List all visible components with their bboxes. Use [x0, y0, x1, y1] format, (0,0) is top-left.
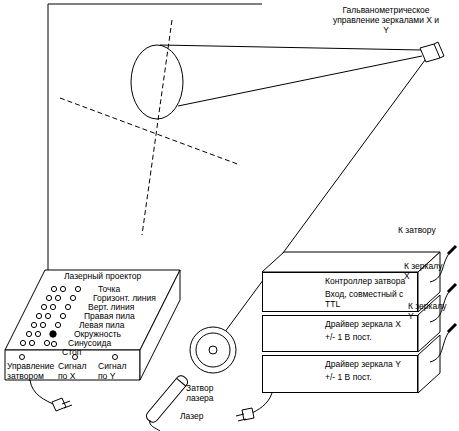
plug [52, 398, 72, 411]
mode-button [70, 295, 75, 300]
mode-button [51, 341, 56, 346]
mode-button [26, 331, 31, 336]
device-box: Контроллер затвораВход, совместный с TTL [262, 272, 418, 312]
box-note: Вход, совместный с TTL [325, 290, 413, 310]
connector-jack [20, 355, 25, 360]
shutter-ring [196, 333, 230, 367]
mode-button [44, 340, 49, 345]
mode-button [29, 340, 34, 345]
projector-side [140, 270, 180, 380]
dashed-axis [142, 20, 172, 235]
part-name: Затвор лазера [186, 384, 228, 404]
laser-beam [160, 45, 422, 50]
shutter [190, 327, 236, 373]
mode-button [50, 331, 56, 337]
power-cord [250, 393, 272, 414]
projected-circle [131, 45, 183, 119]
mode-button [65, 304, 70, 309]
laser-beam [178, 56, 422, 106]
mode-button [75, 286, 80, 291]
power-cord [150, 420, 160, 431]
mirror [420, 42, 444, 62]
mode-button [36, 313, 41, 318]
cable-label: К зеркалу X [404, 262, 450, 282]
mode-button [60, 286, 65, 291]
mode-button [60, 313, 65, 318]
cable-label: К зеркалу Y [408, 302, 454, 322]
box-note: +/- 1 В пост. [325, 333, 413, 343]
mode-button [20, 340, 25, 345]
mode-button [35, 331, 40, 336]
jack-label: Управление затвором [7, 362, 53, 382]
box-title: Контроллер затвора [325, 277, 413, 287]
dashed-axis [60, 98, 240, 165]
box-note: +/- 1 В пост. [325, 373, 413, 383]
mode-button [55, 322, 60, 327]
connector-jack [113, 355, 118, 360]
jack-label: Сигнал по Y [98, 362, 136, 382]
mirror-label: Гальванометрическое управление зеркалами… [330, 6, 442, 35]
box-title: Драйвер зеркала X [325, 320, 413, 330]
mode-button [41, 304, 46, 309]
cable [430, 328, 452, 362]
device-box: Драйвер зеркала Y +/- 1 В пост. [262, 355, 418, 393]
box-title: Драйвер зеркала Y [325, 360, 413, 370]
device-box: Драйвер зеркала X +/- 1 В пост. [262, 315, 418, 352]
connector [448, 246, 456, 332]
shutter-aperture [209, 346, 217, 354]
cable-label: К затвору [398, 226, 436, 236]
plug [236, 408, 254, 421]
mode-button [45, 313, 50, 318]
laser-beam [216, 60, 425, 344]
mode-button [46, 295, 51, 300]
box-title: Лазерный проектор [64, 272, 170, 282]
mode-button [40, 322, 45, 327]
mode-button [50, 304, 55, 309]
power-cord [30, 380, 55, 405]
box-side [418, 335, 440, 393]
device-title: Лазерный проектор [64, 272, 174, 284]
mode-label: Стоп [62, 348, 81, 358]
part-name: Лазер [180, 412, 203, 422]
jack-label: Сигнал по X [58, 362, 96, 382]
mode-button [51, 286, 56, 291]
mode-button [55, 295, 60, 300]
mode-button [31, 322, 36, 327]
